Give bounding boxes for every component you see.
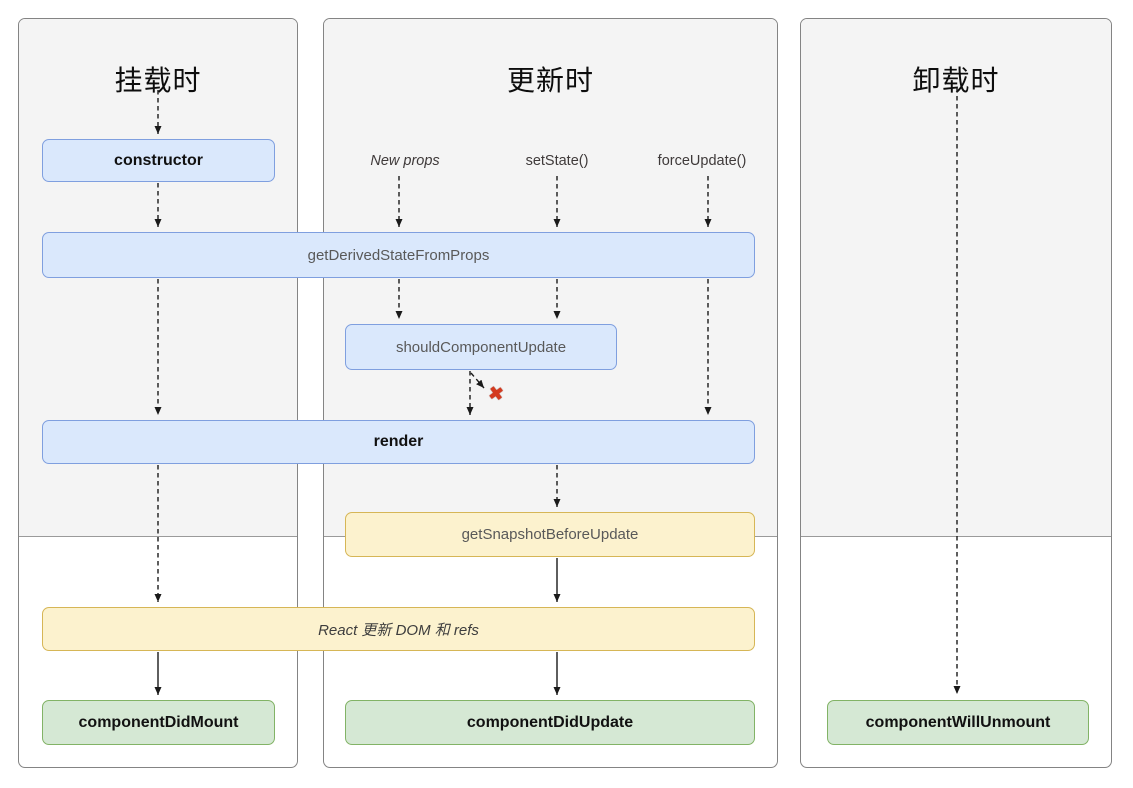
box-component-did-mount: componentDidMount bbox=[42, 700, 275, 745]
panel-updating-title: 更新时 bbox=[506, 65, 594, 96]
box-react-updates-dom-refs: React 更新 DOM 和 refs bbox=[42, 607, 755, 651]
panel-updating: 更新时 bbox=[323, 18, 778, 768]
box-should-component-update: shouldComponentUpdate bbox=[345, 324, 617, 370]
label-set-state: setState() bbox=[525, 153, 589, 169]
box-constructor: constructor bbox=[42, 139, 275, 182]
label-new-props: New props bbox=[370, 153, 440, 169]
panel-unmounting-title: 卸载时 bbox=[912, 65, 1000, 96]
cancel-x-icon: ✖ bbox=[486, 382, 506, 407]
panel-mounting-title: 挂载时 bbox=[114, 65, 202, 96]
label-force-update: forceUpdate() bbox=[657, 153, 747, 169]
panel-unmounting: 卸载时 bbox=[800, 18, 1112, 768]
box-component-did-update: componentDidUpdate bbox=[345, 700, 755, 745]
panel-unmounting-shaded-area bbox=[801, 19, 1111, 537]
box-render: render bbox=[42, 420, 755, 464]
box-get-derived-state-from-props: getDerivedStateFromProps bbox=[42, 232, 755, 278]
panel-mounting: 挂载时 bbox=[18, 18, 298, 768]
box-get-snapshot-before-update: getSnapshotBeforeUpdate bbox=[345, 512, 755, 557]
box-component-will-unmount: componentWillUnmount bbox=[827, 700, 1089, 745]
